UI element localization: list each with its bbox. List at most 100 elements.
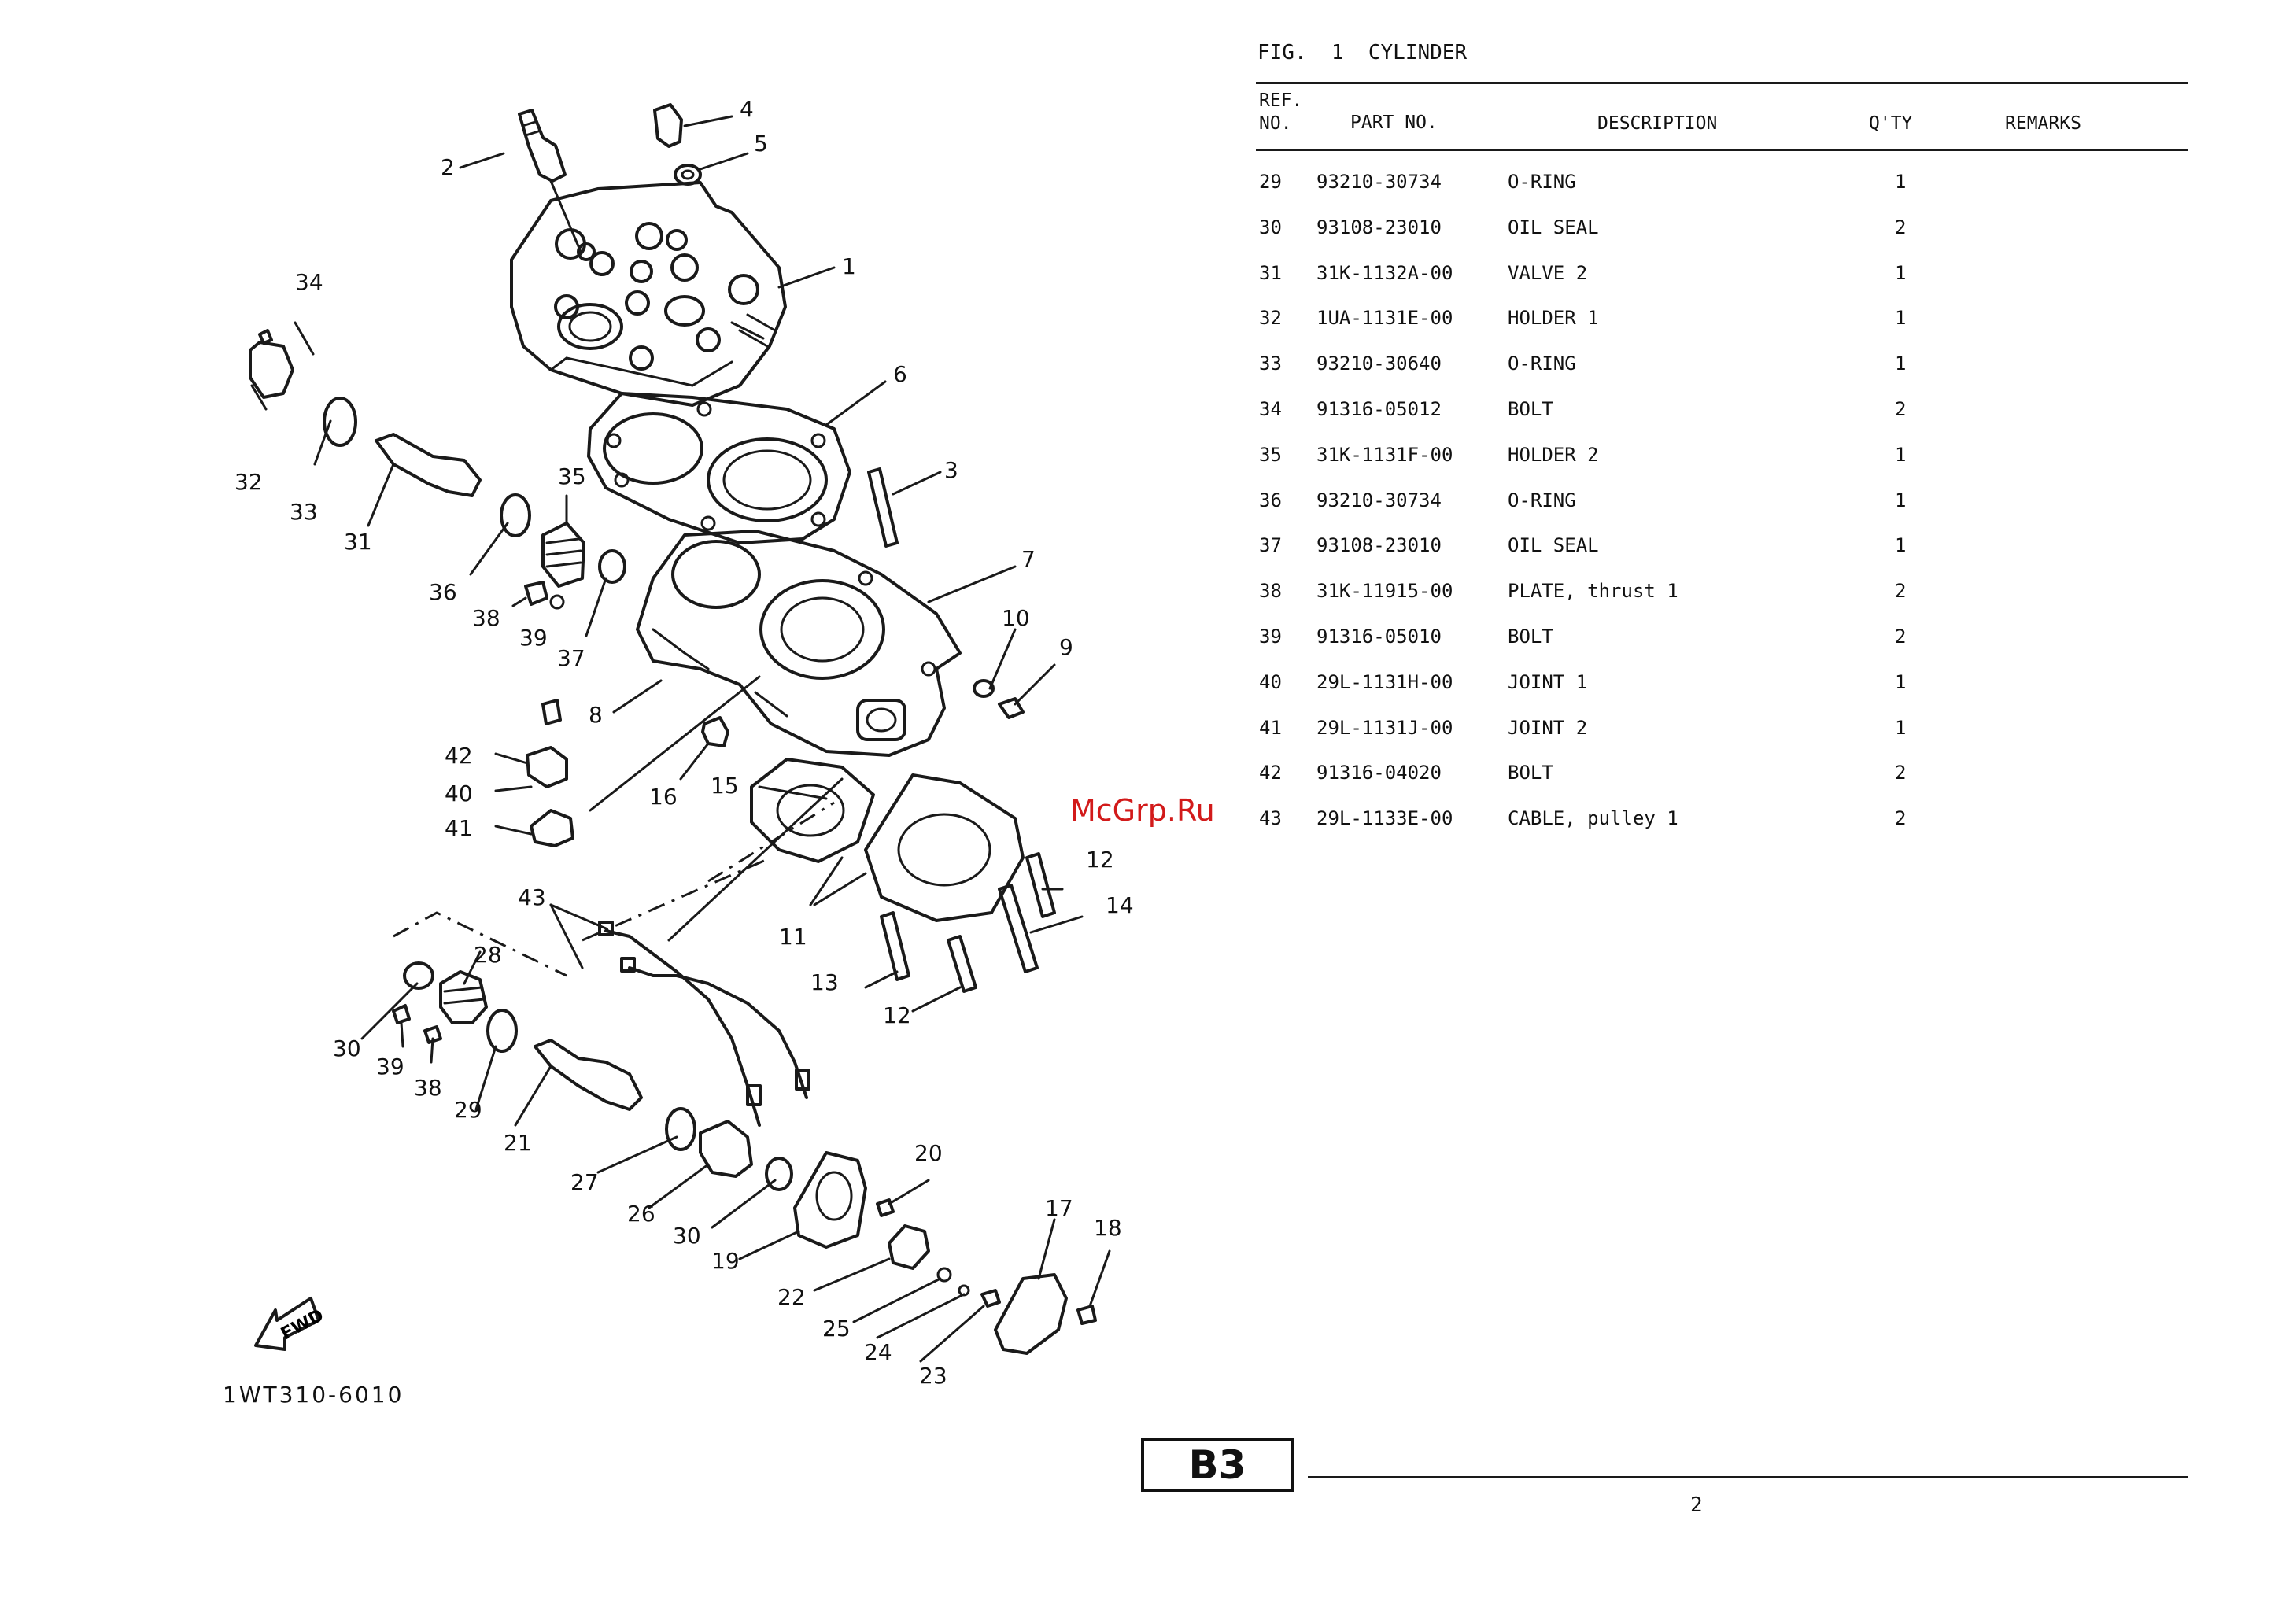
table-row: 35 31K-1131F-00 HOLDER 2 1	[0, 444, 2293, 475]
cell-description: OIL SEAL	[1508, 534, 1599, 556]
table-header-rule	[1256, 149, 2188, 151]
cell-part-no: 93108-23010	[1316, 216, 1442, 238]
stud-bolt	[867, 467, 899, 548]
cell-ref: 36	[1259, 489, 1282, 511]
watermark: McGrp.Ru	[1070, 793, 1215, 828]
figure-title: FIG. 1 CYLINDER	[1257, 41, 1468, 65]
cell-part-no: 91316-05012	[1316, 398, 1442, 420]
header-ref: REF. NO.	[1259, 90, 1303, 134]
drain-bolt	[973, 679, 1025, 719]
cell-qty: 1	[1895, 262, 1907, 284]
callout-22: 22	[777, 1284, 806, 1310]
cell-qty: 1	[1895, 352, 1907, 375]
callout-28: 28	[474, 942, 502, 968]
cell-ref: 39	[1259, 626, 1282, 648]
leader-lines	[589, 675, 844, 942]
cell-part-no: 93210-30640	[1316, 352, 1442, 375]
callout-27: 27	[570, 1169, 599, 1195]
cell-qty: 2	[1895, 398, 1907, 420]
cell-ref: 32	[1259, 307, 1282, 329]
cell-part-no: 93210-30734	[1316, 489, 1442, 511]
cell-qty: 2	[1895, 216, 1907, 238]
callout-42: 42	[445, 743, 473, 769]
cell-part-no: 91316-04020	[1316, 762, 1442, 784]
callout-35: 35	[558, 463, 586, 489]
callout-12a: 12	[1086, 847, 1114, 873]
callout-14: 14	[1106, 892, 1134, 918]
callout-18: 18	[1094, 1215, 1122, 1241]
callout-24: 24	[864, 1339, 892, 1365]
callout-10: 10	[1002, 605, 1030, 631]
callout-32: 32	[234, 469, 263, 495]
callout-15: 15	[711, 773, 739, 799]
cell-description: BOLT	[1508, 398, 1553, 420]
cell-ref: 43	[1259, 807, 1282, 829]
cell-ref: 34	[1259, 398, 1282, 420]
callout-11: 11	[779, 924, 807, 950]
cell-description: JOINT 2	[1508, 717, 1588, 739]
cell-part-no: 29L-1131J-00	[1316, 717, 1453, 739]
table-row: 34 91316-05012 BOLT 2	[0, 398, 2293, 430]
cell-ref: 38	[1259, 580, 1282, 602]
cell-qty: 2	[1895, 626, 1907, 648]
cell-qty: 1	[1895, 534, 1907, 556]
callout-12b: 12	[883, 1002, 911, 1028]
spark-plug	[518, 109, 582, 253]
cell-description: BOLT	[1508, 762, 1553, 784]
valve-holder-assembly-2	[392, 961, 1097, 1355]
cell-qty: 2	[1895, 807, 1907, 829]
cell-part-no: 31K-1131F-00	[1316, 444, 1453, 466]
callout-1: 1	[842, 253, 856, 279]
cell-description: PLATE, thrust 1	[1508, 580, 1678, 602]
header-qty: Q'TY	[1869, 113, 1913, 134]
page-number: 2	[1690, 1493, 1703, 1517]
callout-30a: 30	[333, 1035, 361, 1061]
cell-description: HOLDER 2	[1508, 444, 1599, 466]
callout-39b: 39	[376, 1054, 404, 1080]
cell-qty: 2	[1895, 580, 1907, 602]
cell-qty: 1	[1895, 444, 1907, 466]
callout-7: 7	[1021, 546, 1036, 572]
callout-8: 8	[589, 702, 603, 728]
cell-ref: 42	[1259, 762, 1282, 784]
cell-qty: 1	[1895, 489, 1907, 511]
callout-40: 40	[445, 781, 473, 806]
valve-holder-assembly-1	[249, 329, 626, 610]
studs	[880, 852, 1056, 993]
callout-41: 41	[445, 815, 473, 841]
callout-6: 6	[893, 361, 907, 387]
fwd-label: FWD	[278, 1305, 327, 1344]
fwd-arrow-icon: FWD	[254, 1297, 327, 1351]
callout-leaders	[250, 115, 1111, 1363]
header-part-no: PART NO.	[1350, 113, 1438, 133]
callout-33: 33	[290, 499, 318, 525]
callout-5: 5	[754, 131, 768, 157]
header-remarks: REMARKS	[2005, 113, 2081, 134]
callout-9: 9	[1059, 634, 1073, 660]
pulley-cable	[598, 921, 810, 1127]
cell-description: O-RING	[1508, 489, 1576, 511]
cell-qty: 2	[1895, 762, 1907, 784]
cell-qty: 1	[1895, 671, 1907, 693]
cell-part-no: 29L-1133E-00	[1316, 807, 1453, 829]
cell-ref: 35	[1259, 444, 1282, 466]
cell-part-no: 91316-05010	[1316, 626, 1442, 648]
callout-19: 19	[711, 1248, 740, 1274]
callout-4: 4	[740, 96, 754, 122]
callout-38b: 38	[414, 1075, 442, 1101]
joints	[526, 699, 729, 847]
callout-13: 13	[810, 969, 839, 995]
cell-description: VALVE 2	[1508, 262, 1588, 284]
cell-ref: 30	[1259, 216, 1282, 238]
center-lines	[393, 801, 835, 977]
table-top-rule	[1256, 82, 2188, 84]
callout-16: 16	[649, 784, 678, 810]
page-section-label: B3	[1141, 1438, 1294, 1492]
